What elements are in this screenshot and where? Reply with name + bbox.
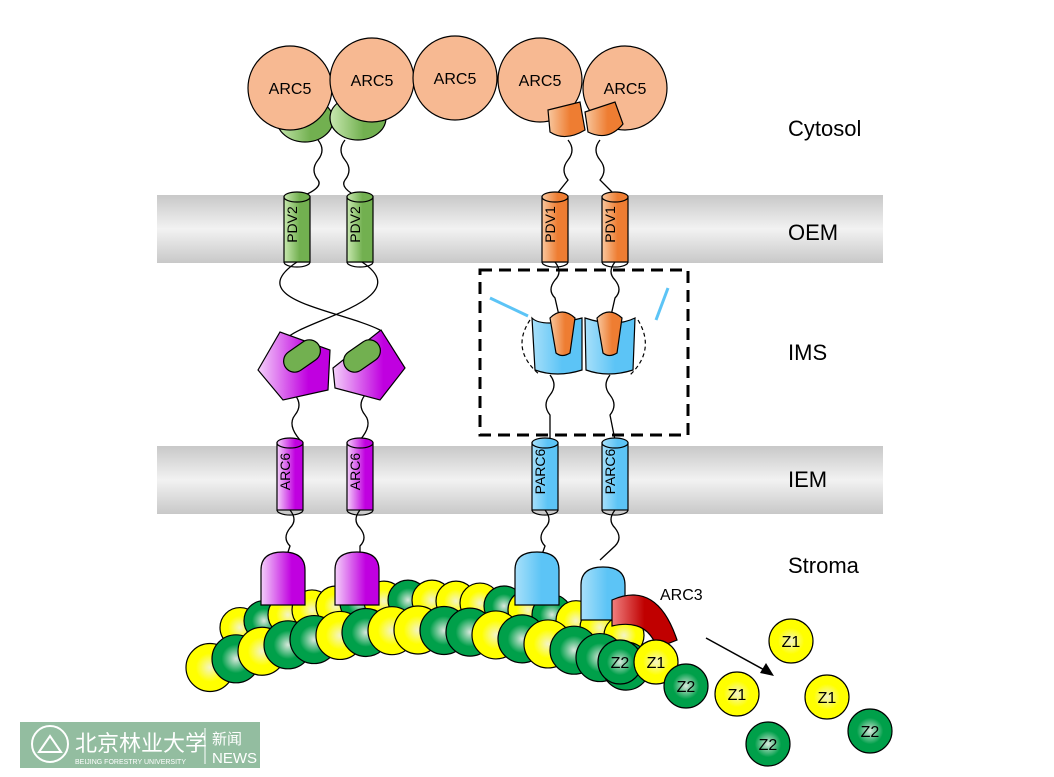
svg-text:Z1: Z1 — [647, 655, 666, 672]
ftsz2-subunit: Z2 — [597, 639, 643, 685]
arc5-label: ARC5 — [351, 73, 394, 90]
arc3-label: ARC3 — [660, 587, 703, 604]
label-stroma: Stroma — [788, 553, 860, 578]
oem-membrane — [157, 195, 883, 263]
arc5-subunit: ARC5 — [497, 37, 583, 123]
svg-text:Z2: Z2 — [677, 679, 696, 696]
svg-text:Z1: Z1 — [728, 687, 747, 704]
membrane-anchor — [514, 551, 560, 606]
parc6: PARC6 — [531, 437, 559, 516]
ftsz1-subunit: Z1 — [633, 639, 679, 685]
pdv2: PDV2 — [283, 191, 311, 268]
arc5-label: ARC5 — [519, 73, 562, 90]
arc5-subunit: ARC5 — [329, 37, 415, 123]
svg-text:Z1: Z1 — [818, 690, 837, 707]
ftsz2-subunit: Z2 — [745, 721, 791, 767]
arc5-label: ARC5 — [604, 81, 647, 98]
watermark: 北京林业大学 BEIJING FORESTRY UNIVERSITY 新闻 NE… — [20, 722, 260, 768]
parc6-ims-domains — [489, 287, 670, 376]
parc6-label: PARC6 — [602, 448, 618, 494]
svg-text:NEWS: NEWS — [212, 750, 257, 767]
parc6: PARC6 — [601, 437, 629, 516]
iem-membrane — [157, 446, 883, 514]
arc3 — [611, 594, 678, 649]
arc5-subunit: ARC5 — [247, 45, 333, 131]
svg-text:新闻: 新闻 — [212, 731, 242, 748]
pdv1-binding-wedges — [547, 101, 624, 138]
pdv2-label: PDV2 — [284, 206, 300, 243]
ims-interaction-box — [478, 268, 690, 437]
arc6-ims-domains — [257, 329, 406, 401]
ftsz1-subunit: Z1 — [804, 674, 850, 720]
pdv2: PDV2 — [346, 191, 374, 268]
arc6: ARC6 — [346, 437, 374, 516]
depolymerization-arrow — [705, 637, 774, 676]
membrane-anchor — [334, 551, 380, 606]
label-cytosol: Cytosol — [788, 116, 861, 141]
svg-text:Z2: Z2 — [611, 655, 630, 672]
pdv1-label: PDV1 — [542, 206, 558, 243]
ftsz1-subunit: Z1 — [768, 618, 814, 664]
ftsz1-subunit: Z1 — [714, 671, 760, 717]
svg-text:BEIJING FORESTRY UNIVERSITY: BEIJING FORESTRY UNIVERSITY — [75, 759, 186, 766]
arc5-label: ARC5 — [269, 81, 312, 98]
svg-text:Z2: Z2 — [759, 737, 778, 754]
arc6-label: ARC6 — [347, 453, 363, 491]
svg-text:Z2: Z2 — [861, 724, 880, 741]
pdv2-label: PDV2 — [347, 206, 363, 243]
label-iem: IEM — [788, 467, 827, 492]
svg-text:北京林业大学: 北京林业大学 — [75, 731, 207, 756]
arc5-label: ARC5 — [434, 71, 477, 88]
linkers — [279, 139, 620, 562]
parc6-label: PARC6 — [532, 448, 548, 494]
label-ims: IMS — [788, 340, 827, 365]
pdv1: PDV1 — [541, 191, 569, 268]
label-oem: OEM — [788, 220, 838, 245]
arc6: ARC6 — [276, 437, 304, 516]
ftsz2-subunit: Z2 — [663, 663, 709, 709]
arc6-label: ARC6 — [277, 453, 293, 491]
ftsz2-subunit: Z2 — [847, 708, 893, 754]
svg-text:Z1: Z1 — [782, 634, 801, 651]
pdv1-label: PDV1 — [602, 206, 618, 243]
membrane-anchor — [260, 551, 306, 606]
arc5-subunit: ARC5 — [412, 35, 498, 121]
pdv1: PDV1 — [601, 191, 629, 268]
